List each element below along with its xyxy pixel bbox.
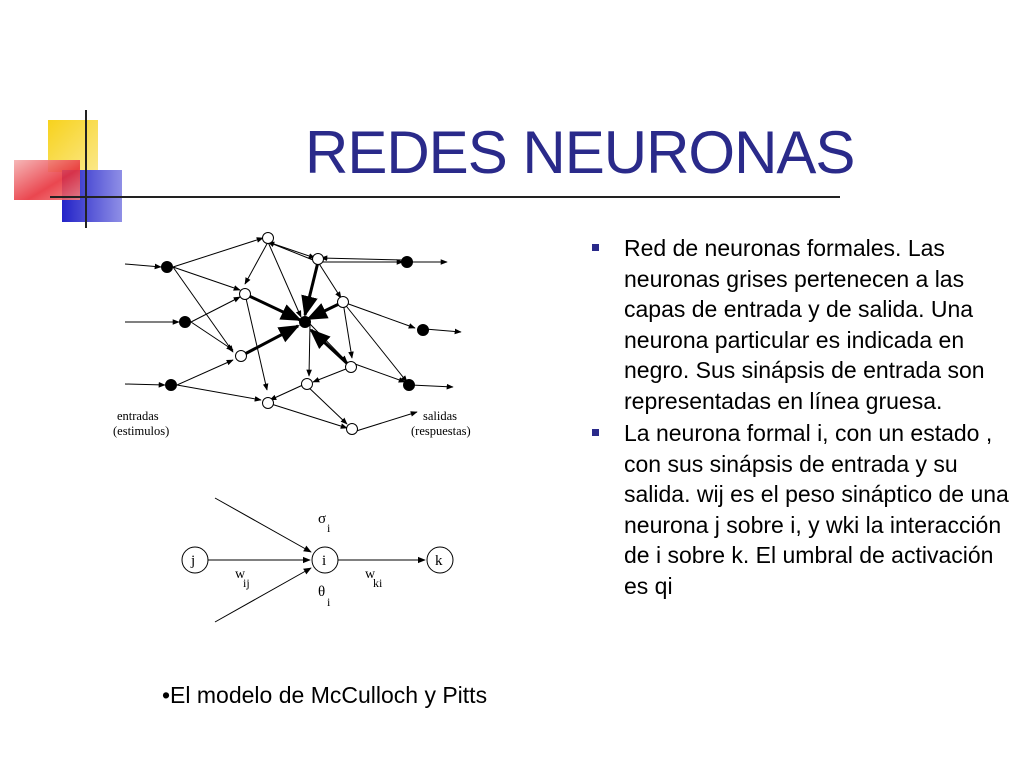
hidden-neuron <box>346 423 358 435</box>
input-synapse <box>214 497 312 553</box>
bullet-square-icon <box>592 244 599 251</box>
w-ki-label: w <box>365 567 376 582</box>
svg-text:j: j <box>190 553 195 569</box>
outputs-sublabel: (respuestas) <box>411 424 471 438</box>
theta-label: θ <box>318 584 325 600</box>
output-neuron <box>401 256 413 268</box>
outputs-label: salidas <box>423 409 457 423</box>
input-neuron <box>161 261 173 273</box>
title-divider <box>50 196 840 198</box>
svg-text:k: k <box>435 553 443 569</box>
svg-text:ij: ij <box>243 576 250 590</box>
figure-caption: •El modelo de McCulloch y Pitts <box>162 682 488 708</box>
decorative-squares <box>14 110 150 228</box>
hidden-neuron <box>239 288 251 300</box>
w-ij-label: w <box>235 567 246 582</box>
bullet-square-icon <box>592 429 599 436</box>
red-square <box>14 160 80 200</box>
input-neuron <box>179 316 191 328</box>
bullet-item: La neurona formal i, con un estado , con… <box>592 418 1012 601</box>
input-arrow <box>124 382 166 388</box>
hidden-neuron <box>262 232 274 244</box>
particular-neuron <box>299 316 311 328</box>
inputs-label: entradas <box>117 409 159 423</box>
input-neuron <box>165 379 177 391</box>
output-arrow <box>424 328 462 335</box>
hidden-neuron <box>312 253 324 265</box>
input-arrow <box>124 263 162 270</box>
svg-text:i: i <box>322 553 326 569</box>
hidden-neuron <box>262 397 274 409</box>
hidden-neuron <box>235 350 247 362</box>
sigma-label: σ <box>318 511 326 527</box>
hidden-neuron <box>337 296 349 308</box>
inputs-sublabel: (estimulos) <box>113 424 169 438</box>
output-neuron <box>417 324 429 336</box>
neural-network-diagram: entradas (estimulos) salidas (respuestas… <box>113 232 471 438</box>
svg-text:ki: ki <box>373 576 383 590</box>
bullet-list: Red de neuronas formales. Las neuronas g… <box>592 233 1012 603</box>
node-k <box>426 546 454 574</box>
svg-text:i: i <box>327 595 331 609</box>
output-arrow <box>410 383 454 390</box>
hidden-neuron <box>301 378 313 390</box>
hidden-neuron <box>345 361 357 373</box>
input-synapse <box>214 567 312 623</box>
output-neuron <box>403 379 415 391</box>
svg-text:i: i <box>327 521 331 535</box>
neuron-model-diagram: j i k σ i w ij w ki θ i <box>181 497 454 623</box>
page-title: REDES NEURONAS <box>305 119 855 186</box>
bullet-item: Red de neuronas formales. Las neuronas g… <box>592 233 1012 416</box>
